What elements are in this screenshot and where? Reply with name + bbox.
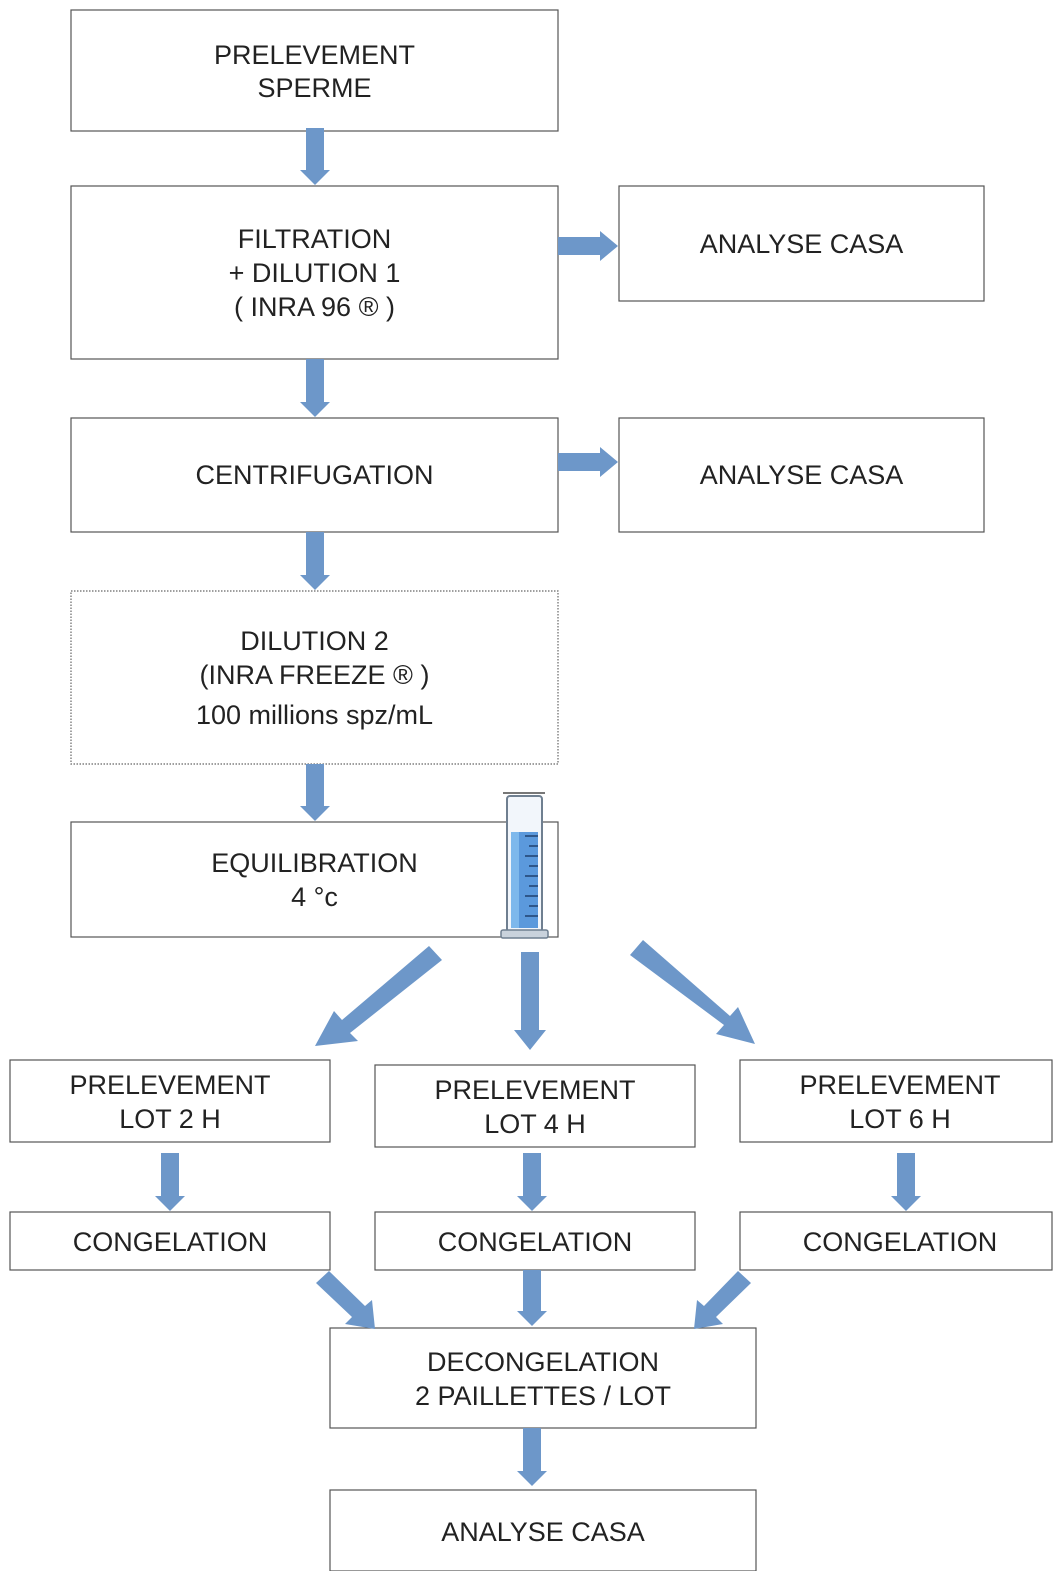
node-label-line: EQUILIBRATION (211, 848, 418, 878)
node-label-line: PRELEVEMENT (69, 1070, 270, 1100)
node-dilution-2: DILUTION 2 (INRA FREEZE ® ) 100 millions… (70, 590, 559, 765)
node-congelation-1: CONGELATION (9, 1211, 331, 1271)
arrow-congelation1-to-decongelation (316, 1271, 375, 1329)
arrow-filtration-to-centrifugation (300, 359, 330, 417)
arrow-equilibration-to-lot6 (630, 940, 755, 1044)
node-label-line: FILTRATION (238, 224, 392, 254)
node-label-line: ( INRA 96 ® ) (234, 292, 395, 322)
arrow-filtration-to-casa1 (558, 231, 618, 261)
node-label-line: ANALYSE CASA (441, 1517, 645, 1547)
node-prelevement-lot-4h: PRELEVEMENT LOT 4 H (374, 1064, 696, 1148)
node-prelevement-lot-2h: PRELEVEMENT LOT 2 H (9, 1059, 331, 1143)
node-label-line: 4 °c (291, 882, 338, 912)
node-label-line: 100 millions spz/mL (196, 700, 433, 730)
arrow-congelation2-to-decongelation (517, 1270, 547, 1326)
node-label-line: DILUTION 2 (240, 626, 389, 656)
node-label-line: PRELEVEMENT (434, 1075, 635, 1105)
node-label-line: PRELEVEMENT (214, 40, 415, 70)
arrow-lot6-to-congelation (891, 1153, 921, 1211)
node-prelevement-sperme: PRELEVEMENT SPERME (70, 9, 559, 132)
arrow-equilibration-to-lot2 (315, 946, 442, 1046)
node-analyse-casa-final: ANALYSE CASA (329, 1489, 757, 1571)
node-label-line: 2 PAILLETTES / LOT (415, 1381, 671, 1411)
node-label-line: LOT 6 H (849, 1104, 951, 1134)
node-label-line: SPERME (257, 73, 371, 103)
arrow-dilution2-to-equilibration (300, 764, 330, 821)
arrow-sperme-to-filtration (300, 128, 330, 185)
node-prelevement-lot-6h: PRELEVEMENT LOT 6 H (739, 1059, 1053, 1143)
arrow-lot4-to-congelation (517, 1153, 547, 1211)
node-equilibration: EQUILIBRATION 4 °c (70, 821, 559, 938)
arrow-equilibration-to-lot4 (514, 952, 546, 1050)
node-analyse-casa-1: ANALYSE CASA (618, 185, 985, 302)
node-congelation-2: CONGELATION (374, 1211, 696, 1271)
graduated-cylinder-icon (500, 792, 549, 939)
node-label-line: ANALYSE CASA (700, 460, 904, 490)
node-label-line: + DILUTION 1 (229, 258, 401, 288)
node-label-line: (INRA FREEZE ® ) (200, 660, 430, 690)
node-label-line: CONGELATION (803, 1227, 998, 1257)
node-filtration-dilution1: FILTRATION + DILUTION 1 ( INRA 96 ® ) (70, 185, 559, 360)
node-label-line: CONGELATION (73, 1227, 268, 1257)
node-label-line: LOT 4 H (484, 1109, 586, 1139)
node-label-line: LOT 2 H (119, 1104, 221, 1134)
node-label-line: DECONGELATION (427, 1347, 659, 1377)
node-decongelation: DECONGELATION 2 PAILLETTES / LOT (329, 1327, 757, 1429)
arrow-centrifugation-to-dilution2 (300, 532, 330, 590)
node-centrifugation: CENTRIFUGATION (70, 417, 559, 533)
node-label-line: ANALYSE CASA (700, 229, 904, 259)
arrow-centrifugation-to-casa2 (558, 447, 618, 477)
node-label-line: CONGELATION (438, 1227, 633, 1257)
node-analyse-casa-2: ANALYSE CASA (618, 417, 985, 533)
arrow-lot2-to-congelation (155, 1153, 185, 1211)
arrow-congelation3-to-decongelation (694, 1271, 751, 1329)
node-label-line: CENTRIFUGATION (196, 460, 434, 490)
node-label-line: PRELEVEMENT (799, 1070, 1000, 1100)
node-congelation-3: CONGELATION (739, 1211, 1053, 1271)
arrow-decongelation-to-casa-final (517, 1428, 547, 1486)
